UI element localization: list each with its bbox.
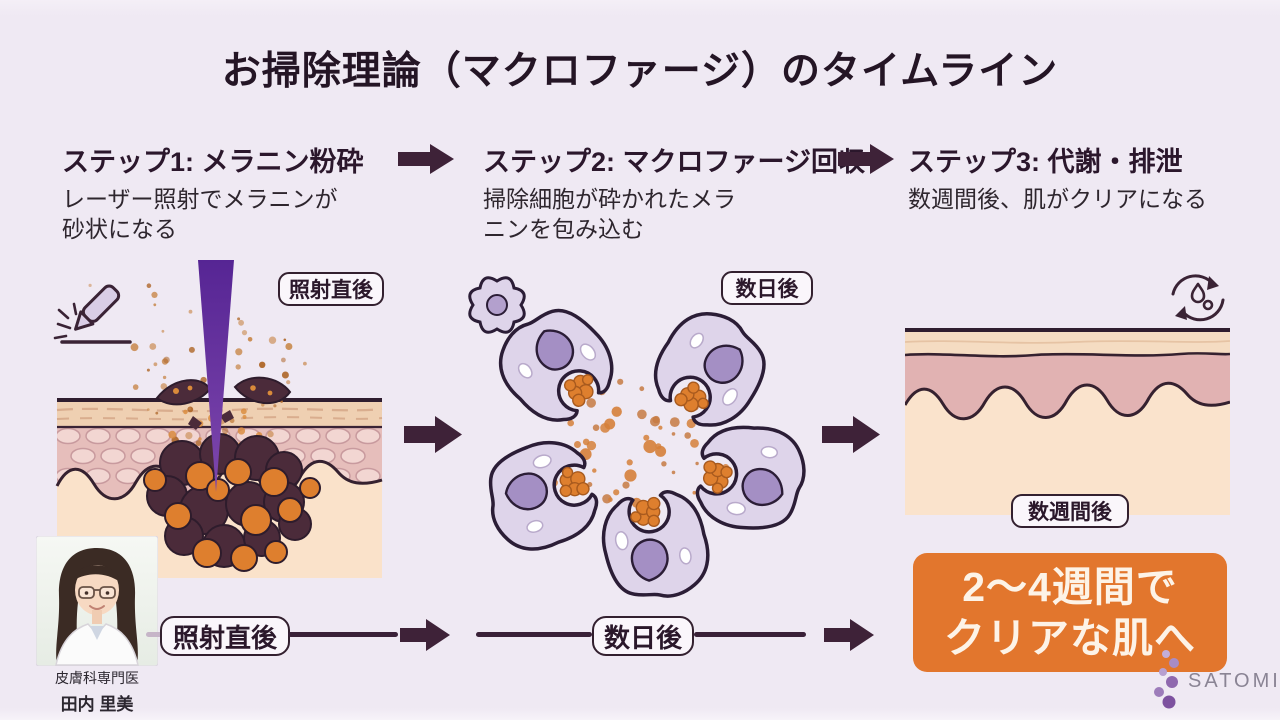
arrow-right-icon (404, 416, 462, 453)
doctor-photo (36, 536, 158, 666)
panel1-time-badge: 照射直後 (278, 272, 384, 306)
step1-heading: ステップ1: メラニン粉砕 (62, 147, 364, 177)
satomi-dots-icon (1154, 650, 1179, 709)
brand-logo: SATOMI (1188, 670, 1280, 692)
step3-heading: ステップ3: 代謝・排泄 (908, 147, 1183, 177)
arrow-right-icon (824, 619, 874, 651)
doctor-name: 田内 里美 (60, 695, 134, 714)
timeline-label-1: 照射直後 (160, 616, 290, 656)
timeline-line-segment (288, 632, 398, 637)
timeline-line-segment (476, 632, 592, 637)
arrow-right-icon (838, 144, 894, 174)
step2-description: 掃除細胞が砕かれたメラニンを包み込む (483, 186, 736, 243)
arrow-right-icon (822, 416, 880, 453)
macrophage-illustration (468, 276, 811, 598)
page-title: お掃除理論（マクロファージ）のタイムライン (221, 50, 1059, 93)
step3-description: 数週間後、肌がクリアになる (908, 186, 1207, 212)
melanin-cluster (143, 433, 321, 572)
doctor-caption: 皮膚科専門医 田内 里美 (22, 668, 172, 715)
skin-laser-illustration (53, 260, 383, 578)
laser-pen-icon (53, 284, 132, 344)
laser-beam (198, 260, 234, 492)
result-callout: 2〜4週間で クリアな肌へ (913, 553, 1227, 672)
timeline-line-segment (694, 632, 806, 637)
panel3-time-badge: 数週間後 (1011, 494, 1129, 528)
doctor-title: 皮膚科専門医 (55, 670, 139, 686)
panel2-time-badge: 数日後 (721, 271, 813, 305)
arrow-right-icon (400, 619, 450, 651)
metabolism-cycle-icon (1171, 274, 1225, 322)
step2-heading: ステップ2: マクロファージ回収 (483, 147, 865, 177)
macrophage-cell-icon (468, 276, 526, 334)
result-line1: 2〜4週間で (962, 564, 1178, 611)
melanin-fragments (155, 376, 292, 430)
macrophage-cells (474, 290, 811, 598)
result-line2: クリアな肌へ (944, 614, 1196, 661)
step1-description: レーザー照射でメラニンが砂状になる (62, 186, 338, 243)
clear-skin-illustration (905, 274, 1230, 515)
timeline-line-segment (146, 632, 172, 637)
arrow-right-icon (398, 144, 454, 174)
timeline-label-2: 数日後 (592, 616, 694, 656)
